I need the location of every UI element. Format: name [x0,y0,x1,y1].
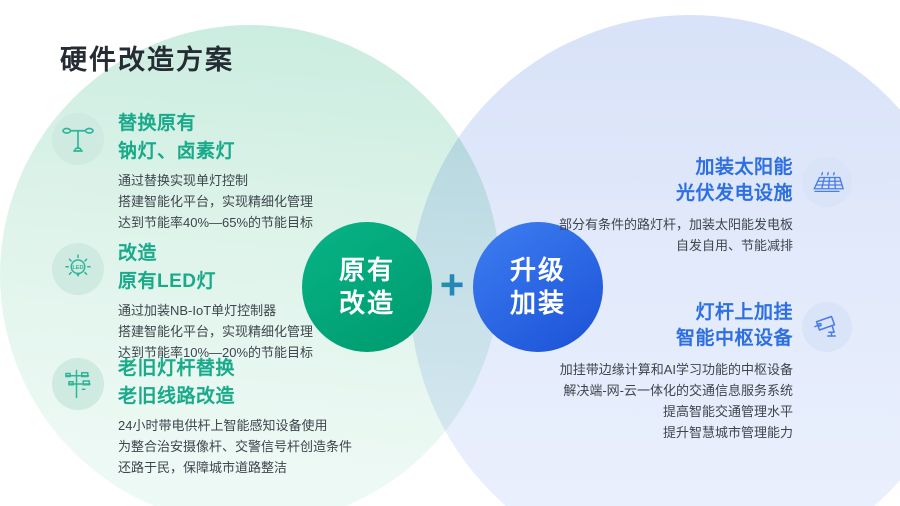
item-description-line: 24小时带电供杆上智能感知设备使用 [118,418,328,433]
item-title-line1: 老旧灯杆替换 [118,358,236,379]
original-renovation-line2: 改造 [338,288,395,318]
cctv-camera-icon [802,302,852,352]
item-title-line2: 老旧线路改造 [118,386,236,407]
item-title-line1: 加装太阳能 [695,157,793,178]
item-description: 24小时带电供杆上智能感知设备使用 为整合治安摄像杆、交警信号杆创造条件 还路于… [118,415,352,478]
item-description-line: 部分有条件的路灯杆，加装太阳能发电板 [558,217,793,232]
item-title: 老旧灯杆替换 老旧线路改造 [118,355,235,411]
item-description: 通过替换实现单灯控制 搭建智能化平台，实现精细化管理 达到节能率40%—65%的… [118,170,313,233]
original-renovation-line1: 原有 [338,255,395,285]
item-description: 加挂带边缘计算和AI学习功能的中枢设备 解决端-网-云一体化的交通信息服务系统 … [453,359,793,443]
upgrade-install-line1: 升级 [509,255,566,285]
item-title: 替换原有 钠灯、卤素灯 [118,110,235,166]
item-description: 部分有条件的路灯杆，加装太阳能发电板 自发自用、节能减排 [453,214,793,256]
item-description: 通过加装NB-IoT单灯控制器 搭建智能化平台，实现精细化管理 达到节能率10%… [118,300,313,363]
item-description-line: 提升智慧城市管理能力 [662,425,793,440]
upgrade-install-circle: 升级 加装 [473,222,603,352]
item-title-line1: 替换原有 [118,113,197,134]
svg-text:LED: LED [72,265,83,271]
item-title: 灯杆上加挂 智能中枢设备 [453,300,793,352]
item-description-line: 为整合治安摄像杆、交警信号杆创造条件 [118,439,353,454]
plus-sign: + [427,260,477,310]
item-description-line: 提高智能交通管理水平 [662,404,793,419]
item-title: 加装太阳能 光伏发电设施 [453,155,793,207]
original-renovation-circle: 原有 改造 [302,222,432,352]
page-title: 硬件改造方案 [60,45,234,75]
item-description-line: 解决端-网-云一体化的交通信息服务系统 [563,383,793,398]
utility-pole-icon [52,358,104,410]
right-item-smart-hub: 灯杆上加挂 智能中枢设备 加挂带边缘计算和AI学习功能的中枢设备 解决端-网-云… [453,300,852,443]
item-description-line: 加挂带边缘计算和AI学习功能的中枢设备 [559,362,793,377]
item-title-line1: 改造 [118,243,158,264]
item-description-line: 达到节能率40%—65%的节能目标 [118,215,314,230]
item-description-line: 达到节能率10%—20%的节能目标 [118,345,314,360]
led-bulb-icon: LED [52,243,104,295]
right-item-solar: 加装太阳能 光伏发电设施 部分有条件的路灯杆，加装太阳能发电板 自发自用、节能减… [453,155,852,256]
item-description-line: 还路于民，保障城市道路整洁 [118,460,288,475]
item-description-line: 搭建智能化平台，实现精细化管理 [118,324,314,339]
item-title-line2: 光伏发电设施 [675,183,793,204]
item-title-line2: 钠灯、卤素灯 [118,141,236,162]
solar-panel-icon [802,157,852,207]
street-lamp-icon [52,113,104,165]
item-description-line: 通过加装NB-IoT单灯控制器 [118,303,277,318]
item-title: 改造 原有LED灯 [118,240,216,296]
item-description-line: 搭建智能化平台，实现精细化管理 [118,194,314,209]
item-description-line: 自发自用、节能减排 [675,238,793,253]
item-title-line2: 智能中枢设备 [675,328,793,349]
upgrade-install-line2: 加装 [509,288,566,318]
item-title-line1: 灯杆上加挂 [695,302,793,323]
item-title-line2: 原有LED灯 [118,271,217,292]
item-description-line: 通过替换实现单灯控制 [118,173,249,188]
